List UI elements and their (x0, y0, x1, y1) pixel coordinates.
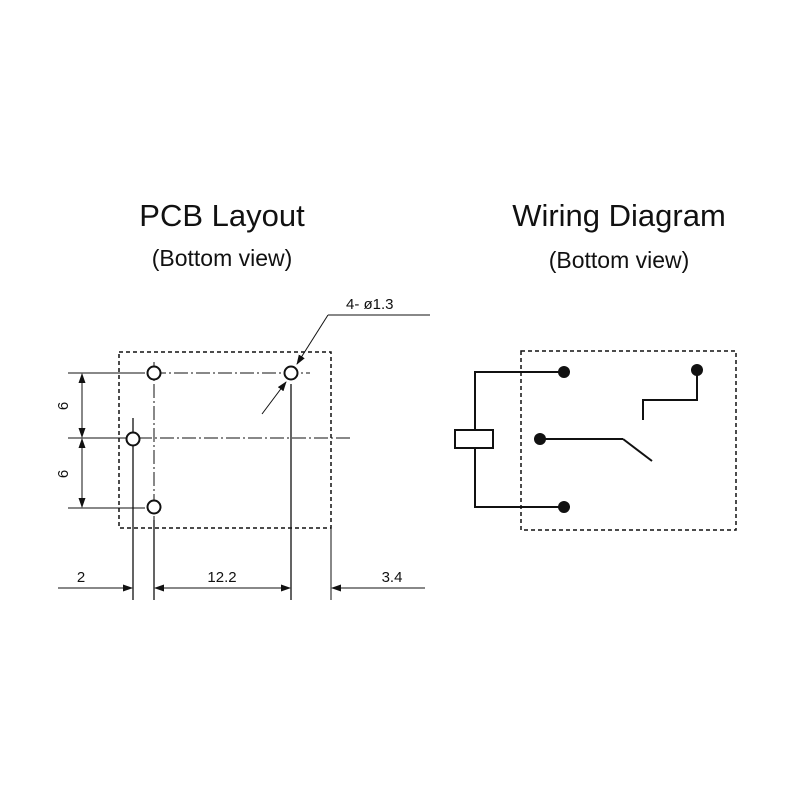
dim-label-right-offset: 3.4 (382, 569, 403, 586)
pcb-hole-middle (125, 431, 141, 447)
wiring-diagram-drawing (454, 350, 737, 531)
wiring-diagram-subtitle: (Bottom view) (548, 247, 690, 273)
pcb-layout-title: PCB Layout (139, 198, 305, 233)
coil-wire-bottom (474, 448, 564, 508)
wiring-diagram-title: Wiring Diagram (512, 198, 726, 233)
wiring-outline (520, 350, 737, 531)
terminal-coil-bottom (558, 501, 570, 513)
terminal-coil-top (558, 366, 570, 378)
pcb-hole-bottom (146, 499, 162, 515)
dim-label-pin-span: 12.2 (207, 569, 236, 586)
terminal-normally-open (691, 364, 703, 376)
switch-arm (622, 438, 653, 462)
pcb-layout-subtitle: (Bottom view) (151, 245, 293, 271)
coil-wire-top (474, 371, 564, 430)
terminal-common (534, 433, 546, 445)
hole-callout-label: 4- ø1.3 (346, 296, 394, 313)
no-contact-wire (642, 370, 698, 420)
pcb-layout-drawing (58, 314, 430, 600)
dim-label-left-offset: 2 (77, 569, 85, 586)
dim-label-vertical-upper: 6 (55, 402, 72, 410)
callout-leader-tail (261, 381, 287, 415)
callout-leader (296, 314, 329, 365)
dim-label-vertical-lower: 6 (55, 470, 72, 478)
pcb-hole-top-left (146, 365, 162, 381)
pcb-outline (118, 351, 332, 529)
pcb-hole-top-right (283, 365, 299, 381)
relay-coil (454, 429, 494, 449)
